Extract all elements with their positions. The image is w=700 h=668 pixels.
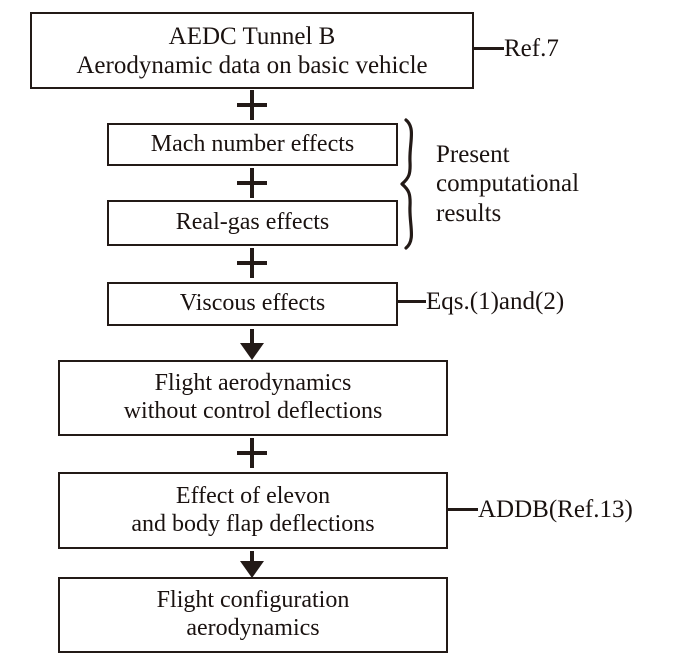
leader-addb-label: ADDB(Ref.13) — [478, 496, 633, 523]
arrow-head — [240, 561, 264, 578]
box-elevon-line-2: and body flap deflections — [131, 510, 375, 537]
brace-label-line-1: Present — [436, 140, 510, 168]
leader-ref7-label: Ref.7 — [504, 35, 559, 62]
plus-connector-4-icon — [237, 438, 267, 468]
box-flight-configuration-aerodynamics: Flight configuration aerodynamics — [58, 577, 448, 653]
leader-eqs: Eqs.(1)and(2) — [398, 289, 564, 314]
plus-connector-1-icon — [237, 90, 267, 120]
arrow-stem — [250, 329, 254, 345]
box-realgas-line-1: Real-gas effects — [175, 209, 330, 236]
brace-label-line-2: computational — [436, 170, 580, 198]
leader-dash-icon — [448, 508, 478, 511]
box-mach-number-effects: Mach number effects — [107, 123, 398, 166]
box-elevon-line-1: Effect of elevon — [175, 482, 331, 509]
leader-dash-icon — [398, 300, 426, 303]
plus-connector-2-icon — [237, 168, 267, 198]
box-elevon-body-flap: Effect of elevon and body flap deflectio… — [58, 472, 448, 549]
box-flight-aerodynamics: Flight aerodynamics without control defl… — [58, 360, 448, 436]
curly-brace-icon — [400, 118, 413, 250]
box-aedc-line-2: Aerodynamic data on basic vehicle — [76, 51, 428, 79]
box-real-gas-effects: Real-gas effects — [107, 200, 398, 246]
leader-ref7: Ref.7 — [474, 36, 559, 61]
box-flightcfg-line-1: Flight configuration — [156, 587, 350, 614]
box-flightaero-line-1: Flight aerodynamics — [154, 370, 352, 397]
box-aedc-line-1: AEDC Tunnel B — [168, 22, 336, 50]
arrow-down-2-icon — [240, 551, 264, 578]
box-flightcfg-line-2: aerodynamics — [186, 615, 320, 641]
leader-addb: ADDB(Ref.13) — [448, 497, 633, 522]
box-viscous-effects: Viscous effects — [107, 282, 398, 326]
box-viscous-line-1: Viscous effects — [179, 290, 326, 317]
arrow-head — [240, 343, 264, 360]
plus-connector-3-icon — [237, 248, 267, 278]
brace-label: Present computational results — [436, 140, 579, 229]
leader-dash-icon — [474, 47, 504, 50]
arrow-stem — [250, 551, 254, 563]
leader-eqs-label: Eqs.(1)and(2) — [426, 288, 565, 315]
box-flightaero-line-2: without control deflections — [123, 398, 383, 424]
brace-group: Present computational results — [400, 118, 630, 250]
box-aedc-tunnel-b: AEDC Tunnel B Aerodynamic data on basic … — [30, 12, 474, 89]
brace-label-line-3: results — [436, 199, 502, 227]
box-mach-line-1: Mach number effects — [150, 130, 355, 157]
arrow-down-1-icon — [240, 329, 264, 360]
